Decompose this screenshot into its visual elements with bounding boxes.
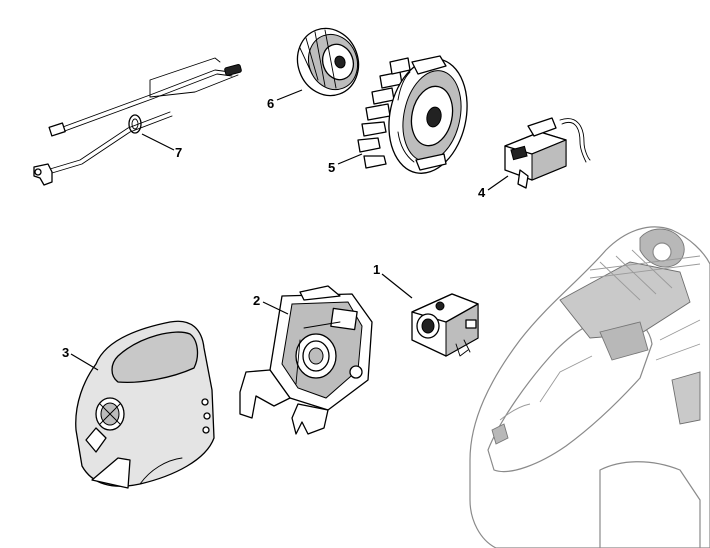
callout-2-label: 2 (253, 293, 260, 308)
callout-5: 5 (328, 153, 363, 175)
callout-1-label: 1 (373, 262, 380, 277)
callout-4: 4 (478, 175, 509, 200)
wiring-harness-part (33, 57, 242, 186)
carburetor-part (411, 293, 479, 357)
callout-5-label: 5 (328, 160, 335, 175)
pulley-part (296, 27, 360, 97)
callout-2: 2 (253, 293, 289, 315)
callout-7: 7 (141, 133, 182, 160)
callout-7-label: 7 (175, 145, 182, 160)
callout-3: 3 (62, 345, 99, 371)
callout-3-label: 3 (62, 345, 69, 360)
engine-housing-outline (469, 226, 710, 548)
shroud-part (75, 320, 215, 489)
callout-4-label: 4 (478, 185, 486, 200)
callout-6-label: 6 (267, 96, 274, 111)
flywheel-part (357, 55, 468, 174)
ignition-module-part (504, 117, 591, 189)
callout-1: 1 (373, 262, 413, 299)
callout-6: 6 (267, 89, 303, 111)
carburetor-box-part (239, 285, 373, 435)
